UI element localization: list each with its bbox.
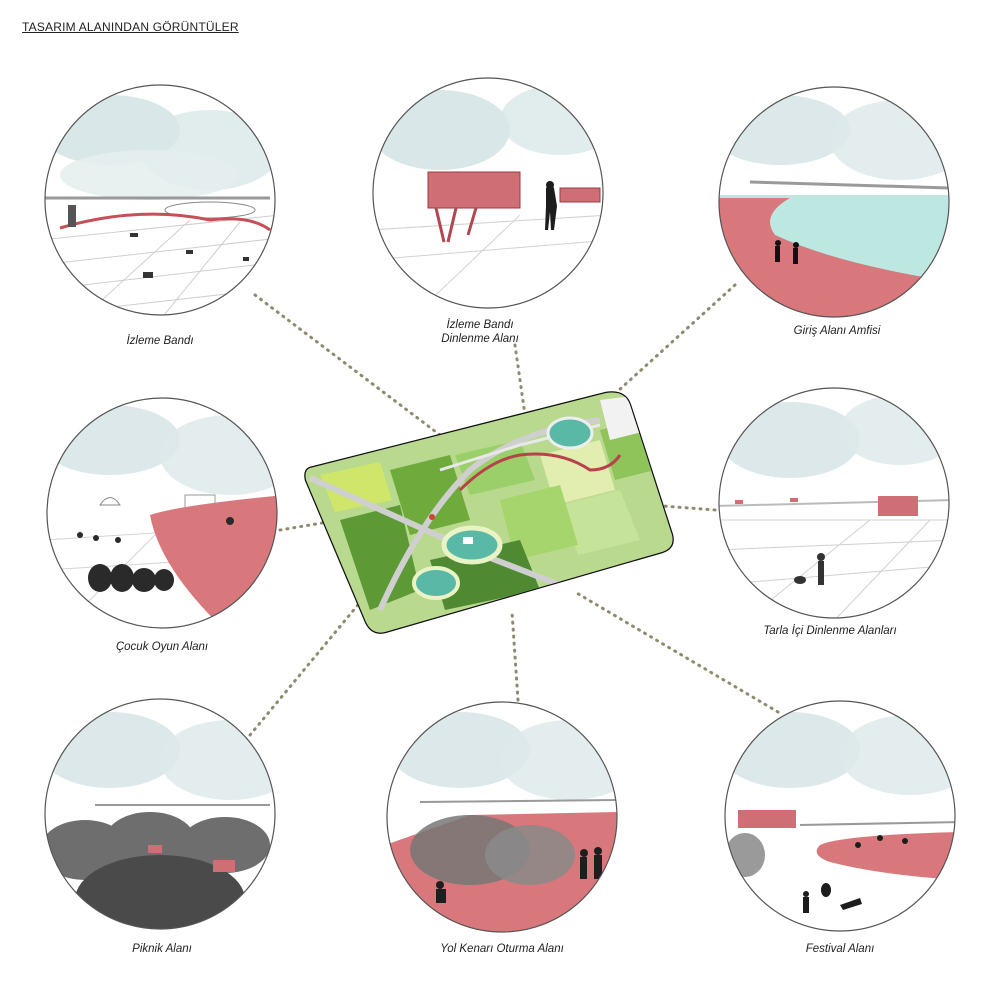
connector-festival <box>573 590 780 714</box>
connector-piknik <box>248 598 364 737</box>
view-tarla-ici <box>718 387 950 619</box>
connector-izleme-dinlenme <box>513 343 527 417</box>
view-piknik <box>44 698 276 930</box>
view-cocuk-oyun <box>46 397 278 629</box>
caption-cocuk-oyun: Çocuk Oyun Alanı <box>115 641 209 653</box>
view-giris-amfi <box>718 86 950 318</box>
connector-izleme-bandi <box>253 293 442 437</box>
caption-yol-kenari: Yol Kenarı Oturma Alanı <box>440 943 564 955</box>
connector-giris-amfi <box>606 283 737 402</box>
connector-lines <box>248 283 780 737</box>
caption-festival: Festival Alanı <box>805 943 875 955</box>
caption-tarla-ici: Tarla İçi Dinlenme Alanları <box>763 625 897 637</box>
caption-izleme-bandi-dinlenme: İzleme Bandı Dinlenme Alanı <box>441 319 519 345</box>
view-yol-kenari <box>386 701 618 933</box>
view-festival <box>724 700 956 932</box>
connector-yol-kenari <box>510 610 520 702</box>
page-title: TASARIM ALANINDAN GÖRÜNTÜLER <box>22 20 239 34</box>
caption-izleme-bandi: İzleme Bandı <box>126 335 194 347</box>
view-izleme-bandi <box>44 84 276 316</box>
view-izleme-bandi-dinlenme <box>372 77 604 309</box>
site-plan <box>304 391 674 634</box>
caption-piknik: Piknik Alanı <box>132 943 192 955</box>
caption-giris-amfi: Giriş Alanı Amfisi <box>793 325 881 337</box>
